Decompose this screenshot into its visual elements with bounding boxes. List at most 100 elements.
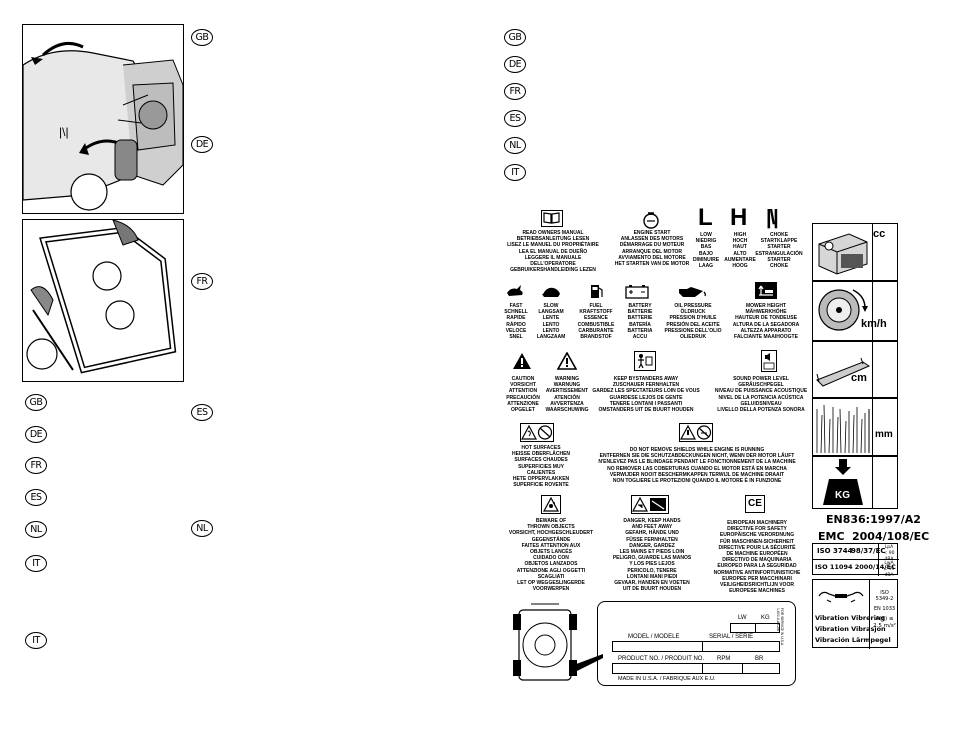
warning-icon	[557, 352, 577, 370]
kg-weight-label: KG	[835, 490, 850, 501]
vibration-iso: ISO 5349-2	[875, 590, 894, 602]
sound-power-icon	[761, 350, 777, 372]
lang-badge-gb-right: GB	[504, 29, 526, 46]
lang-badge-it-bottom: IT	[25, 632, 47, 649]
lang-badge-de-lower: DE	[25, 426, 47, 443]
mower-height-label: MOWER HEIGHT MÄHWERKHÖHE HAUTEUR DE TOND…	[732, 303, 800, 341]
hot-surfaces-label: HOT SURFACES HEISSE OBERFLÄCHEN SURFACES…	[511, 445, 571, 489]
lang-badge-es-right: ES	[504, 110, 526, 127]
spec-row-weight: KG	[812, 456, 898, 509]
spec-row-blade: cm	[812, 341, 898, 398]
cm-label: cm	[851, 372, 867, 384]
iso-11094-label: ISO 11094 2000/14/EC	[815, 563, 896, 571]
lang-badge-fr-right: FR	[504, 83, 526, 100]
lang-badge-de-right: DE	[504, 56, 526, 73]
wheel-speed-icon	[818, 289, 868, 331]
hands-feet-label: DANGER, KEEP HANDS AND FEET AWAY GEFAHR,…	[612, 518, 692, 593]
plate-serial-label: SERIAL / SERIE	[709, 634, 754, 640]
read-manual-label: READ OWNERS MANUAL BETRIEBSANLEITUNG LES…	[507, 230, 599, 274]
fast-label: FAST SCHNELL RAPIDE RÁPIDO VELOCE SNEL	[504, 303, 528, 341]
emc-value: 2004/108/EC	[852, 530, 930, 543]
engine-displacement-icon	[818, 233, 868, 275]
plate-side-note: FOR SERVICE IN U.S.A. 1-800-4-A-CART	[776, 608, 784, 646]
vibration-en: EN 1033	[873, 606, 896, 612]
battery-icon	[625, 285, 649, 299]
handle-illustration	[23, 220, 183, 381]
plate-rpm-label: RPM	[717, 656, 731, 662]
hands-feet-icon	[631, 495, 669, 514]
vibration-value: A(8) ≤ 2.5 m/s²	[873, 616, 896, 629]
emc-label: EMC	[818, 530, 845, 543]
vibration-line-3: Vibración Lärmpegel	[815, 636, 891, 644]
plate-lw-label: LW	[738, 615, 747, 621]
plate-model-label: MODEL / MODELE	[628, 634, 680, 640]
vibration-line-2: Vibration Vibrasjon	[815, 625, 886, 633]
weight-icon	[823, 459, 863, 505]
plate-product-label: PRODUCT NO. / PRODUIT NO.	[618, 656, 705, 662]
plate-kg-label: KG	[761, 615, 770, 621]
lang-badge-de: DE	[191, 136, 213, 153]
iso-noise-table: ISO 3744 98/37/EC LpA < 90 dBA ISO 11094…	[812, 543, 899, 578]
rabbit-icon	[507, 285, 523, 296]
serial-plate: LW KG MODEL / MODELE SERIAL / SERIE PROD…	[597, 601, 796, 686]
lpa-value: LpA < 90 dBA	[883, 545, 895, 562]
lang-badge-es: ES	[191, 404, 213, 421]
oil-pressure-icon	[679, 287, 706, 297]
iso-3744-label: ISO 3744	[817, 547, 853, 555]
en-standard: EN836:1997/A2	[826, 513, 921, 526]
figure-handle	[22, 219, 184, 382]
fuel-label: FUEL KRAFTSTOFF ESSENCE COMBUSTIBLE CARB…	[577, 303, 615, 341]
caution-icon	[513, 353, 531, 369]
lang-badge-gb-lower: GB	[25, 394, 47, 411]
lang-badge-fr: FR	[191, 273, 213, 290]
shields-icon	[679, 423, 713, 442]
spec-row-displacement: cc	[812, 223, 898, 281]
plate-product-box	[612, 663, 780, 674]
lang-badge-gb: GB	[191, 29, 213, 46]
lang-badge-nl-lower: NL	[25, 521, 47, 538]
caution-label: CAUTION VORSICHT ATTENTION PRECAUCIÓN AT…	[506, 376, 540, 414]
spec-row-speed: km/h	[812, 281, 898, 341]
engine-start-icon	[643, 212, 659, 229]
choke-label: CHOKE STARTKLAPPE STARTER ESTRANGULACIÓN…	[755, 232, 803, 270]
low-label: LOW NIEDRIG BAS BAJO DIMINUIRE LAAG	[692, 232, 720, 270]
warning-label: WARNING WARNUNG AVERTISSEMENT ATENCIÓN A…	[545, 376, 589, 414]
choke-symbol: |\|	[59, 125, 69, 139]
spec-row-cut-height: mm	[812, 398, 898, 456]
vibration-hands-icon	[818, 591, 864, 603]
mm-label: mm	[875, 429, 893, 440]
lang-badge-it-right: IT	[504, 164, 526, 181]
hot-surfaces-icon	[520, 423, 554, 442]
battery-label: BATTERY BATTERIE BATTERIE BATERÍA BATTER…	[627, 303, 653, 341]
bystanders-label: KEEP BYSTANDERS AWAY ZUSCHAUER FERNHALTE…	[592, 376, 700, 414]
mower-top-view-icon	[513, 603, 603, 681]
mower-height-icon	[755, 282, 777, 299]
lwa-value: LwA < 99 dBA	[883, 561, 895, 578]
thrown-objects-icon	[541, 495, 561, 514]
plate-model-box	[612, 641, 780, 652]
high-symbol: H	[730, 204, 748, 231]
high-label: HIGH HOCH HAUT ALTO AUMENTARE HOOG	[724, 232, 756, 270]
lang-badge-nl: NL	[191, 520, 213, 537]
ce-mark-icon: CE	[745, 495, 765, 513]
bystanders-icon	[634, 351, 656, 371]
low-symbol: L	[698, 204, 713, 231]
shields-label: DO NOT REMOVE SHIELDS WHILE ENGINE IS RU…	[598, 447, 796, 485]
plate-made-in-label: MADE IN U.S.A. / FABRIQUE AUX E.U.	[618, 676, 716, 682]
plate-br-label: BR	[755, 656, 764, 662]
slow-label: SLOW LANGSAM LENTE LENTO LENTO LANGZAAM	[536, 303, 566, 341]
fuel-icon	[591, 285, 603, 298]
kmh-label: km/h	[861, 318, 887, 330]
turtle-icon	[542, 287, 560, 297]
cc-label: cc	[873, 228, 886, 240]
vibration-line-1: Vibration Vibrering	[815, 614, 886, 622]
engine-illustration	[23, 25, 183, 213]
vibration-table: Vibration Vibrering Vibration Vibrasjon …	[812, 579, 898, 649]
iso-3744-directive: 98/37/EC	[851, 547, 886, 555]
sound-power-label: SOUND POWER LEVEL GERÄUSCHPEGEL NIVEAU D…	[714, 376, 808, 414]
machinery-directive-label: EUROPEAN MACHINERY DIRECTIVE FOR SAFETY …	[713, 520, 801, 595]
choke-symbol-glossary: |\|	[766, 207, 779, 229]
thrown-objects-label: BEWARE OF THROWN OBJECTS VORSICHT, HOCHG…	[508, 518, 594, 593]
lang-badge-nl-right: NL	[504, 137, 526, 154]
grass-height-icon	[816, 404, 870, 454]
